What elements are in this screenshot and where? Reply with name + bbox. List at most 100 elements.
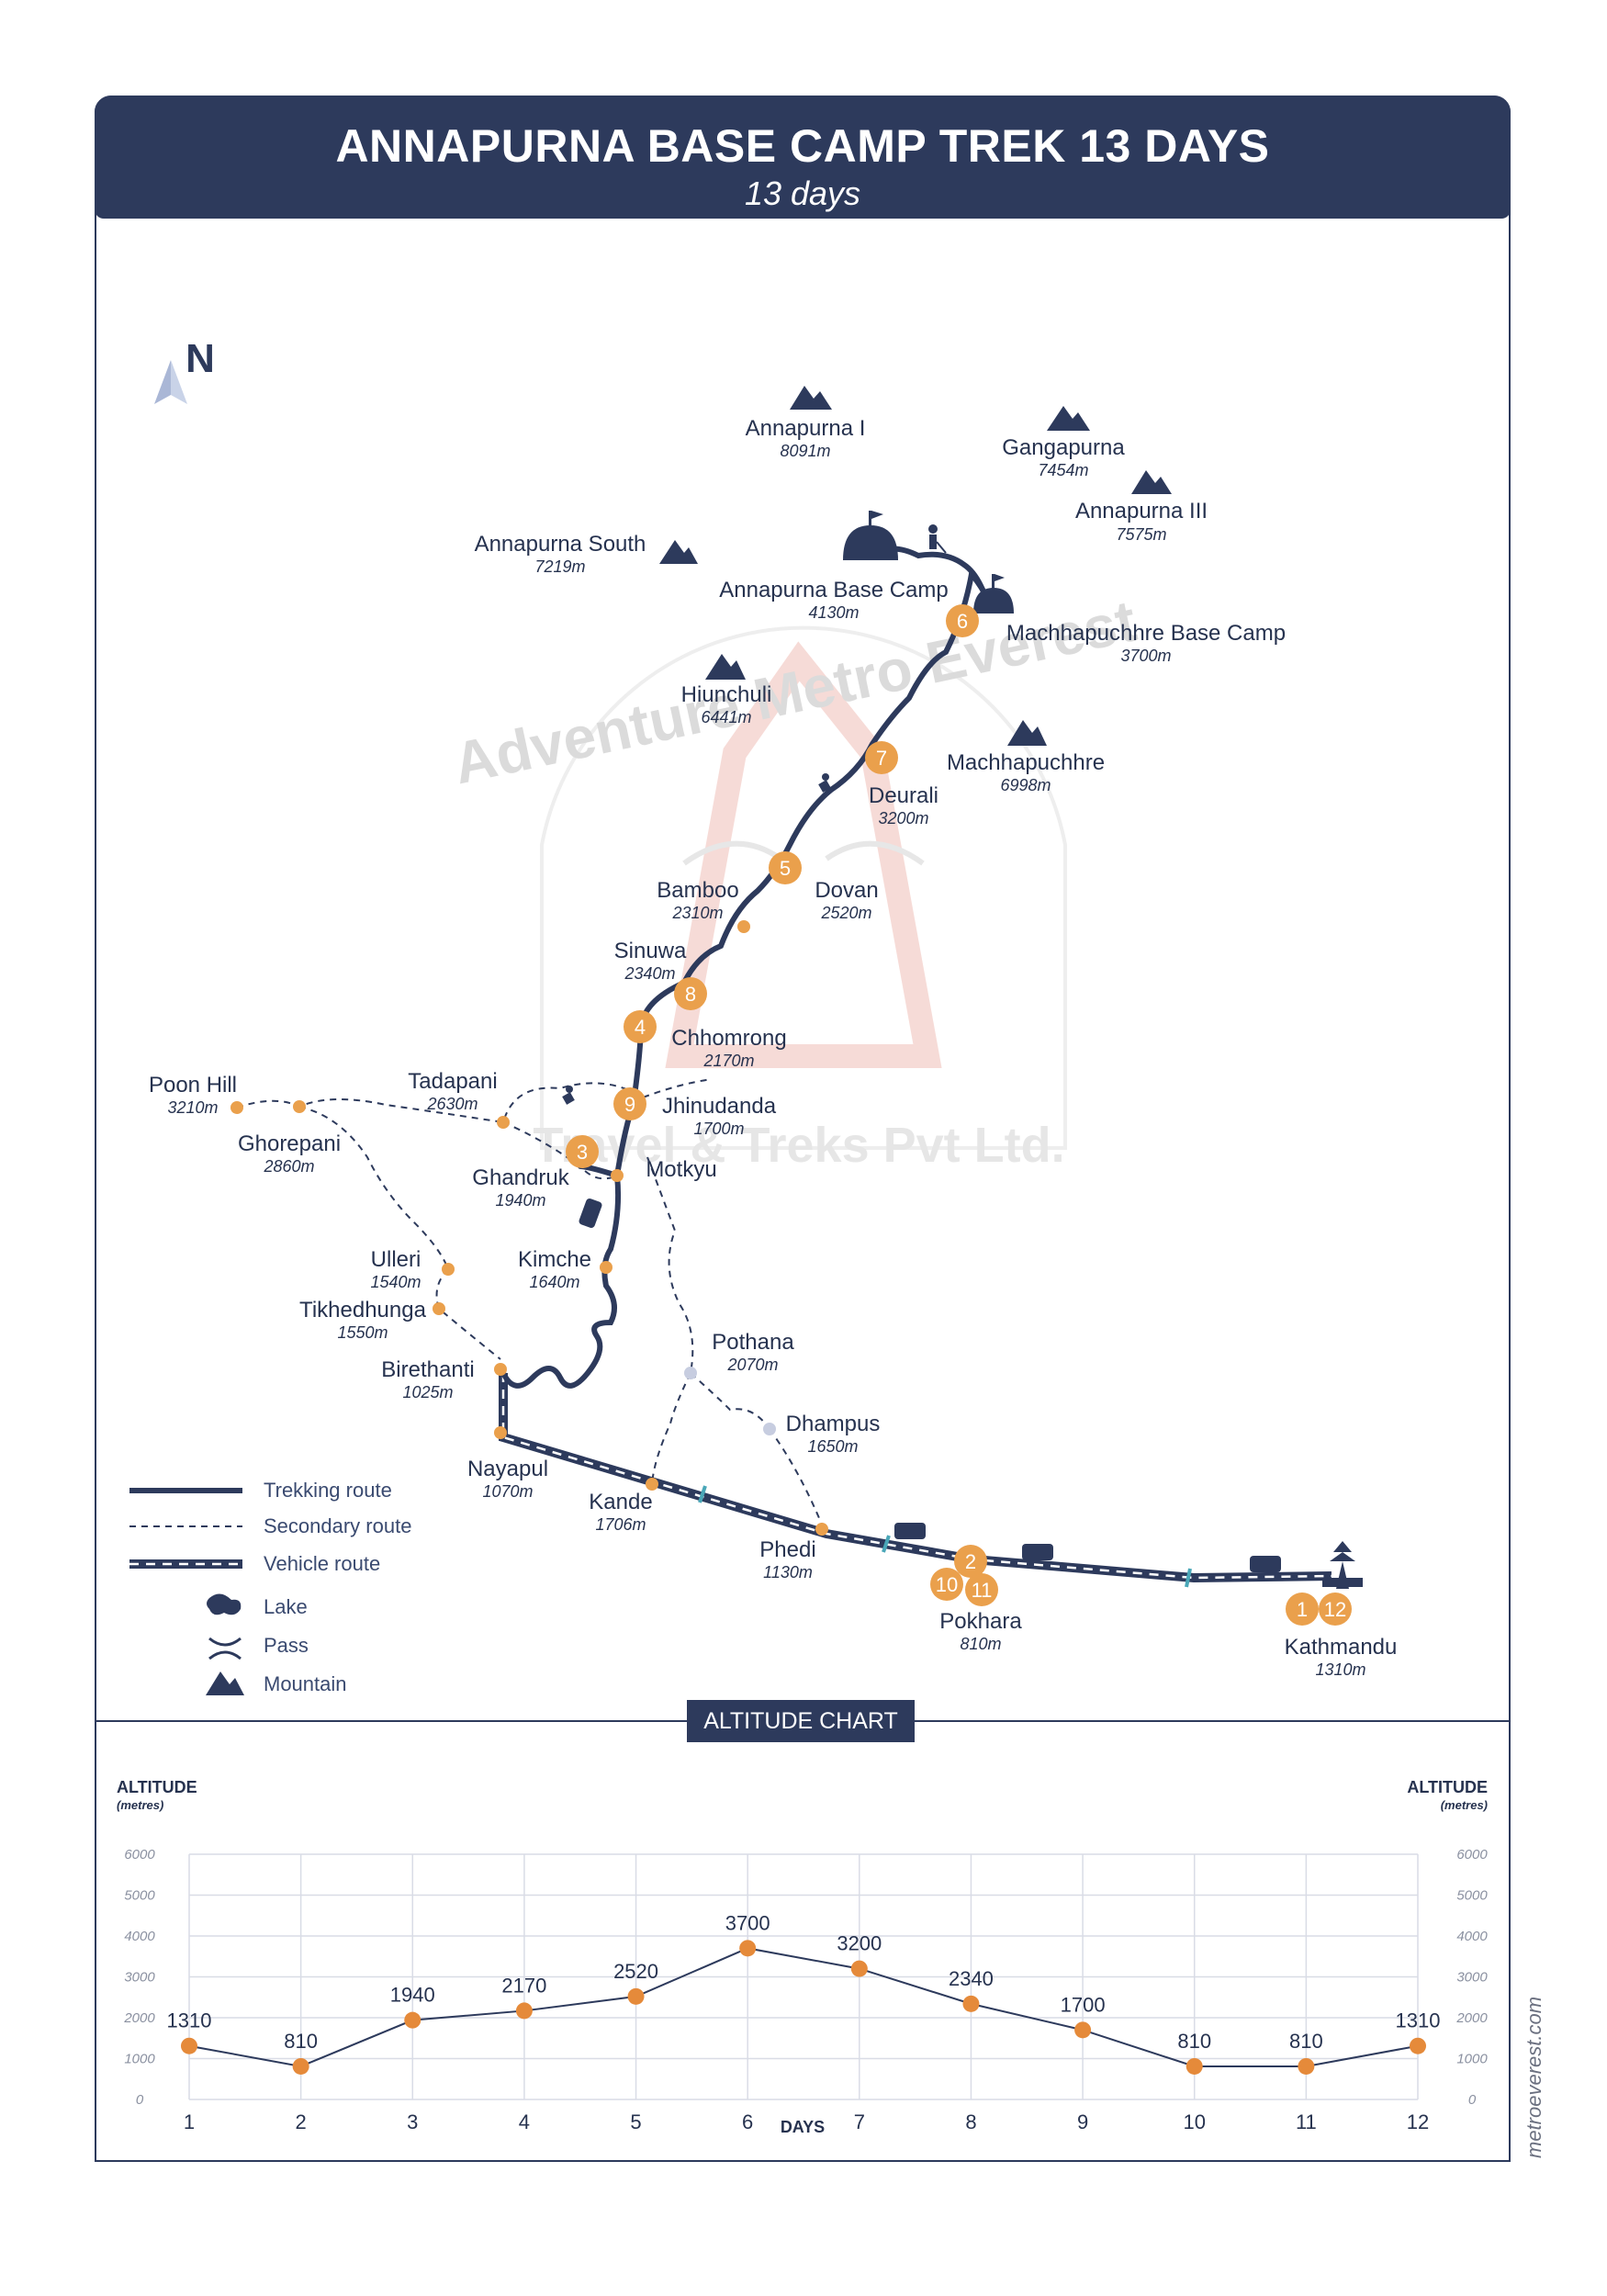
svg-text:1: 1 (1297, 1598, 1308, 1621)
data-point (1410, 2037, 1426, 2054)
place-name: Ghandruk (472, 1165, 569, 1190)
place-alt: 1706m (595, 1515, 646, 1534)
hiker-icon (562, 524, 947, 1105)
legend-vehicle: Vehicle route (264, 1552, 380, 1575)
place-name: Birethanti (381, 1357, 474, 1382)
place-alt: 3200m (878, 809, 928, 827)
stop-marker: 5 (769, 851, 802, 884)
place-name: Annapurna Base Camp (719, 578, 949, 602)
header-banner: ANNAPURNA BASE CAMP TREK 13 DAYS 13 days (95, 96, 1511, 219)
place-name: Kathmandu (1285, 1635, 1398, 1660)
place-alt: 1940m (495, 1191, 545, 1210)
svg-text:4: 4 (635, 1016, 646, 1039)
place-alt: 1550m (337, 1323, 388, 1342)
data-label: 1310 (167, 2009, 212, 2032)
x-tick: 5 (630, 2110, 641, 2133)
y-axis-label-left: ALTITUDE (117, 1778, 197, 1796)
x-tick: 12 (1407, 2110, 1429, 2133)
legend-trekking: Trekking route (264, 1479, 392, 1502)
place-alt: 3700m (1120, 647, 1171, 665)
stop-marker: 12 (1319, 1593, 1352, 1626)
legend-mountain: Mountain (264, 1672, 347, 1695)
place-name: Deurali (869, 783, 938, 808)
place-name: Bamboo (657, 878, 738, 903)
place-alt: 3210m (167, 1098, 218, 1117)
y-tick-left: 0 (136, 2092, 144, 2108)
svg-text:6: 6 (957, 610, 968, 633)
y-axis-label-right: ALTITUDE (1407, 1778, 1488, 1796)
mountain-name: Annapurna South (475, 532, 646, 557)
place-name: Motkyu (646, 1157, 716, 1182)
waypoint-dots (230, 920, 828, 1536)
mountain-alt: 6998m (1000, 776, 1051, 794)
stop-marker: 7 (865, 741, 898, 774)
place-name: Kimche (518, 1247, 591, 1272)
data-label: 810 (1289, 2030, 1323, 2053)
place-name: Tadapani (408, 1069, 497, 1094)
data-label: 1700 (1061, 1993, 1106, 2016)
page-subtitle: 13 days (744, 174, 861, 212)
y-axis-unit-left: (metres) (117, 1798, 163, 1812)
y-tick-right: 1000 (1456, 2052, 1488, 2067)
legend: Trekking route Secondary route Vehicle r… (129, 1479, 411, 1695)
place-alt: 810m (960, 1635, 1001, 1653)
stop-marker: 6 (946, 604, 979, 637)
stop-marker: 8 (674, 977, 707, 1010)
y-tick-right: 3000 (1456, 1970, 1488, 1986)
place-name: Sinuwa (614, 939, 687, 963)
place-labels: Annapurna Base Camp 4130m Machhapuchhre … (149, 578, 1397, 1679)
data-point (627, 1987, 645, 2005)
data-label: 2520 (613, 1960, 658, 1983)
stop-markers: 6 7 5 8 4 9 3 2 10 11 1 12 (566, 604, 1352, 1626)
mountain-name: Hiunchuli (681, 682, 772, 707)
stop-marker: 11 (965, 1573, 998, 1606)
place-name: Nayapul (467, 1457, 548, 1481)
mountain-alt: 8091m (780, 442, 830, 460)
place-name: Ulleri (371, 1247, 421, 1272)
mountain-alt: 6441m (701, 708, 751, 726)
x-tick: 2 (296, 2110, 307, 2133)
legend-pass: Pass (264, 1634, 309, 1657)
svg-text:5: 5 (780, 857, 791, 880)
svg-text:12: 12 (1324, 1598, 1346, 1621)
place-name: Dovan (815, 878, 878, 903)
place-alt: 1310m (1315, 1660, 1365, 1679)
pass-icon (208, 1637, 242, 1660)
place-name: Pothana (712, 1330, 794, 1355)
place-name: Pokhara (939, 1609, 1022, 1634)
x-axis-label: DAYS (781, 2118, 825, 2136)
mountain-name: Machhapuchhre (947, 750, 1105, 775)
stop-marker: 10 (930, 1568, 963, 1601)
legend-secondary: Secondary route (264, 1514, 411, 1537)
mountain-name: Gangapurna (1002, 435, 1125, 460)
svg-text:11: 11 (972, 1579, 993, 1602)
x-tick: 9 (1077, 2110, 1088, 2133)
chart-grid (188, 1853, 1419, 2100)
y-tick-right: 6000 (1456, 1847, 1488, 1863)
mountain-alt: 7575m (1116, 525, 1166, 544)
place-name: Phedi (759, 1537, 815, 1562)
altitude-chart: ALTITUDE (metres) ALTITUDE (metres) DAYS… (117, 1778, 1488, 2136)
place-name: Machhapuchhre Base Camp (1006, 621, 1286, 646)
mountain-alt: 7454m (1038, 461, 1088, 479)
data-point (1298, 2057, 1315, 2075)
data-point (181, 2037, 197, 2054)
place-alt: 1070m (482, 1482, 533, 1501)
chart-title: ALTITUDE CHART (687, 1700, 915, 1742)
data-label: 3200 (837, 1932, 882, 1955)
x-tick: 8 (965, 2110, 976, 2133)
bus-icons (579, 1198, 1281, 1572)
svg-text:2: 2 (965, 1550, 976, 1573)
tent-icon (843, 511, 1014, 613)
place-alt: 1700m (693, 1120, 744, 1138)
data-label: 3700 (725, 1911, 770, 1934)
place-alt: 4130m (808, 603, 859, 622)
mountain-name: Annapurna I (746, 416, 866, 441)
stop-marker: 3 (566, 1135, 599, 1168)
place-name: Ghorepani (238, 1131, 341, 1156)
place-alt: 1025m (402, 1383, 453, 1401)
data-label: 1940 (390, 1984, 435, 2007)
place-alt: 2520m (820, 904, 871, 922)
